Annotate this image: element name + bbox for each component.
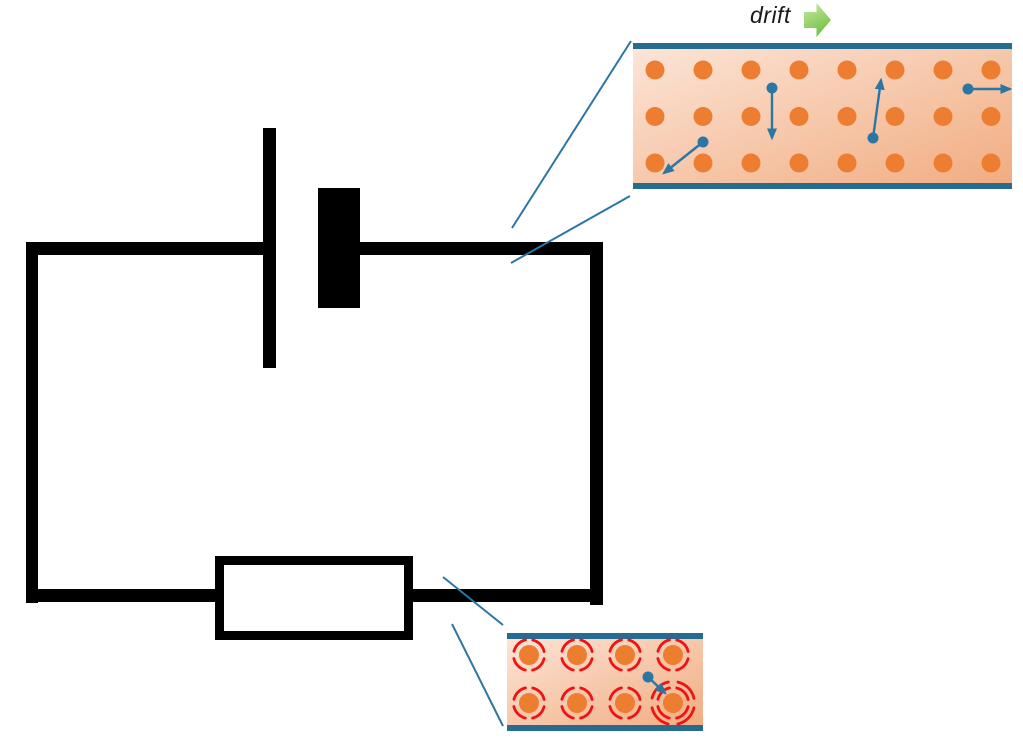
circuit-wires [26,242,603,605]
ion-atom [789,107,809,126]
ion-atom [933,153,953,173]
vibrating-ion-atom [663,645,683,665]
ion-atom [693,60,713,80]
resistor-inset-top-edge [507,633,703,639]
vibrating-ion-atom [519,693,539,713]
wire-top-left-segment [26,242,263,255]
ion-atom [885,107,905,126]
wire-inset-ion-lattice [645,60,1001,173]
ion-atom [885,60,905,80]
resistor-inset-electrons [642,671,667,695]
vibrating-ion-atom [615,645,635,665]
ion-atom [789,153,809,173]
ion-atom [981,60,1001,80]
vibrating-ion-atom [567,645,587,665]
ion-atom [741,107,761,126]
wire-inset [633,43,1013,189]
battery-negative-plate [318,188,360,308]
resistor-inset-vibrating-ions [512,638,696,726]
ion-atom [693,153,713,173]
battery-positive-plate [263,128,276,368]
ion-atom [981,107,1001,126]
ion-atom [645,107,665,126]
ion-atom [981,153,1001,173]
resistor-callout-line-lower [451,623,504,727]
ion-atom [789,60,809,80]
ion-atom [741,60,761,80]
resistor-inset-bottom-edge [507,725,703,731]
electron [766,82,778,94]
vibrating-ion-atom [519,645,539,665]
electron-velocity-arrow [871,77,885,139]
wire-inset-electrons [662,77,1013,175]
electron [697,136,709,148]
ion-atom [933,60,953,80]
resistor-symbol [215,556,413,640]
magnifier-lines-resistor [442,576,504,727]
electron [642,671,654,683]
vibrating-ion-atom [615,693,635,713]
ion-atom [693,107,713,126]
wire-left [26,242,38,603]
battery-symbol [263,128,360,368]
ion-atom [645,60,665,80]
ion-atom [645,153,665,173]
ion-atom [837,153,857,173]
magnifier-lines-wire [510,40,632,264]
wire-inset-top-edge [633,43,1012,49]
wire-callout-line-upper [511,40,632,229]
vibrating-ion-atom [567,693,587,713]
drift-arrow-icon [804,3,831,37]
electron-velocity-arrow [662,141,704,175]
wire-inset-bottom-edge [633,183,1012,189]
ion-atom [741,153,761,173]
resistor-body [224,565,404,631]
ion-atom [933,107,953,126]
wire-top-right-segment [360,242,603,255]
wire-callout-line-lower [510,195,631,264]
ion-atom [885,153,905,173]
wire-inset-background [633,47,1012,185]
ion-atom [837,107,857,126]
resistor-inset [507,633,703,731]
ion-atom [837,60,857,80]
electron [867,132,879,144]
resistor-callout-line-upper [442,576,504,626]
wire-right [590,242,603,605]
electron [962,83,974,95]
drift-label: drift [750,2,791,28]
vibrating-ion-atom [663,693,683,713]
